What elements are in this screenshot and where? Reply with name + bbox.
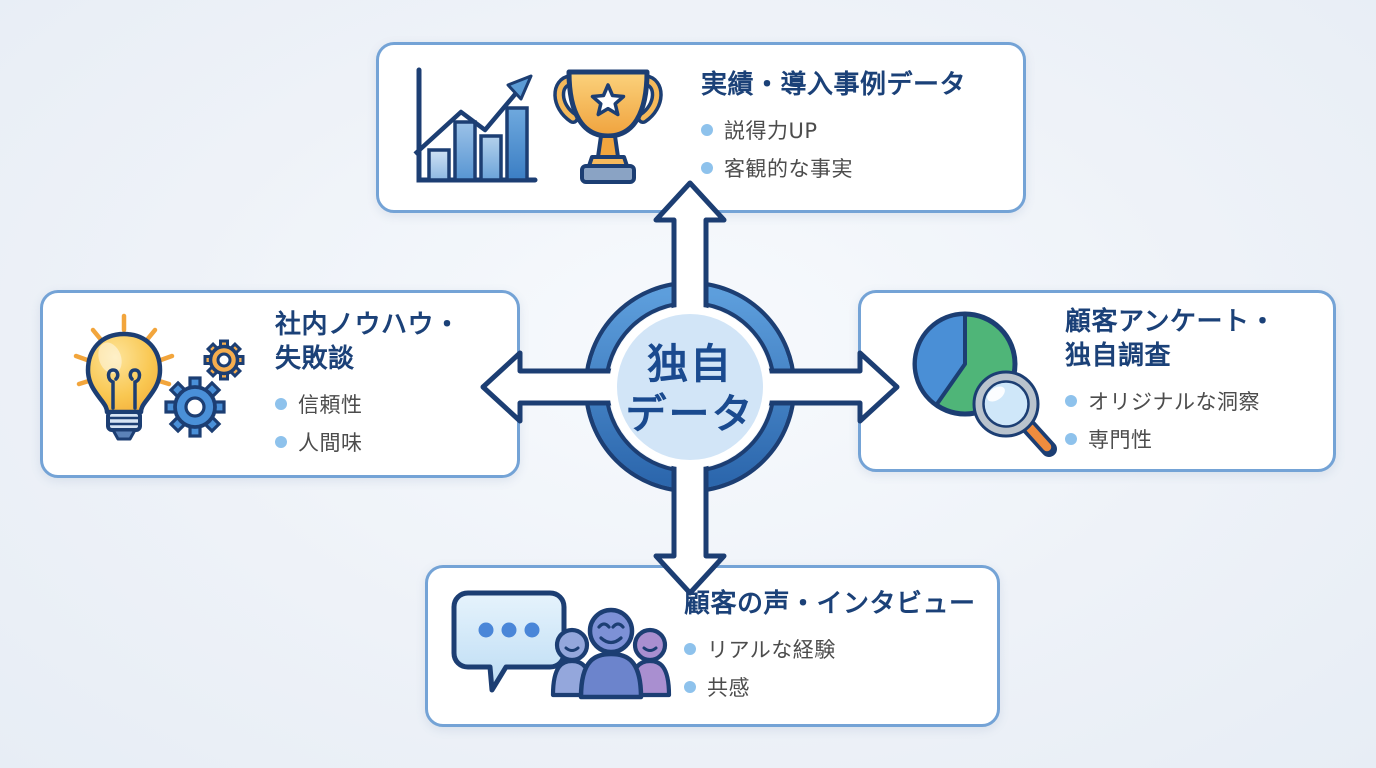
person-right-icon [628,627,672,698]
bullet-label: 人間味 [298,430,363,455]
speech-bubble-icon [451,590,567,693]
bullet-dot-icon [701,124,713,136]
bullet-item: リアルな経験 [684,630,976,668]
box-internal-knowhow: 社内ノウハウ・ 失敗談 信頼性 人間味 [40,290,520,478]
bullet-dot-icon [275,435,287,448]
bullet-label: 共感 [707,675,750,700]
bullet-dot-icon [1065,432,1077,445]
gear-large-icon [164,376,226,438]
right-box-icons [912,311,1057,457]
star-icon [590,82,626,116]
bullet-item: 説得力UP [701,111,966,149]
bullet-label: 信頼性 [298,392,363,417]
people-group-icon [550,607,672,700]
top-box-icons [413,67,663,184]
bullet-dot-icon [1065,394,1077,407]
bar-chart-icon [413,67,538,182]
center-label-line1: 独自 [647,340,733,388]
hub-inner-disc [617,314,763,460]
bullet-label: 説得力UP [724,119,818,143]
bottom-box-icons [451,590,672,700]
bullet-item: 客観的な事実 [701,149,966,187]
box-title: 社内ノウハウ・ 失敗談 [275,309,461,374]
trophy-icon [553,69,663,184]
bullet-dot-icon [275,397,287,410]
bullet-dot-icon [684,680,696,693]
box-title: 顧客の声・インタビュー [684,588,976,619]
bullet-item: 専門性 [1065,420,1276,458]
person-center-icon [578,607,644,700]
bullet-item: 信頼性 [275,385,461,423]
bullet-label: 専門性 [1088,427,1153,452]
center-label-line2: データ [626,390,755,438]
bullet-item: オリジナルな洞察 [1065,382,1276,420]
bullet-label: リアルな経験 [707,637,836,662]
bullet-label: 客観的な事実 [724,157,853,181]
center-hub: 独自 データ [480,180,900,596]
gears-icon [164,339,245,438]
bullet-item: 人間味 [275,423,461,461]
box-title: 顧客アンケート・ 独自調査 [1065,306,1276,371]
box-results-case-data: 実績・導入事例データ 説得力UP 客観的な事実 [376,42,1026,213]
bullet-dot-icon [701,162,713,174]
lightbulb-icon [73,313,175,441]
box-title: 実績・導入事例データ [701,70,967,100]
box-customer-survey: 顧客アンケート・ 独自調査 オリジナルな洞察 専門性 [858,290,1336,472]
left-box-icons [73,313,245,441]
bullet-dot-icon [684,642,696,655]
bullet-label: オリジナルな洞察 [1088,389,1260,414]
gear-small-icon [203,339,245,381]
bullet-item: 共感 [684,668,976,706]
magnifier-icon [972,370,1057,457]
